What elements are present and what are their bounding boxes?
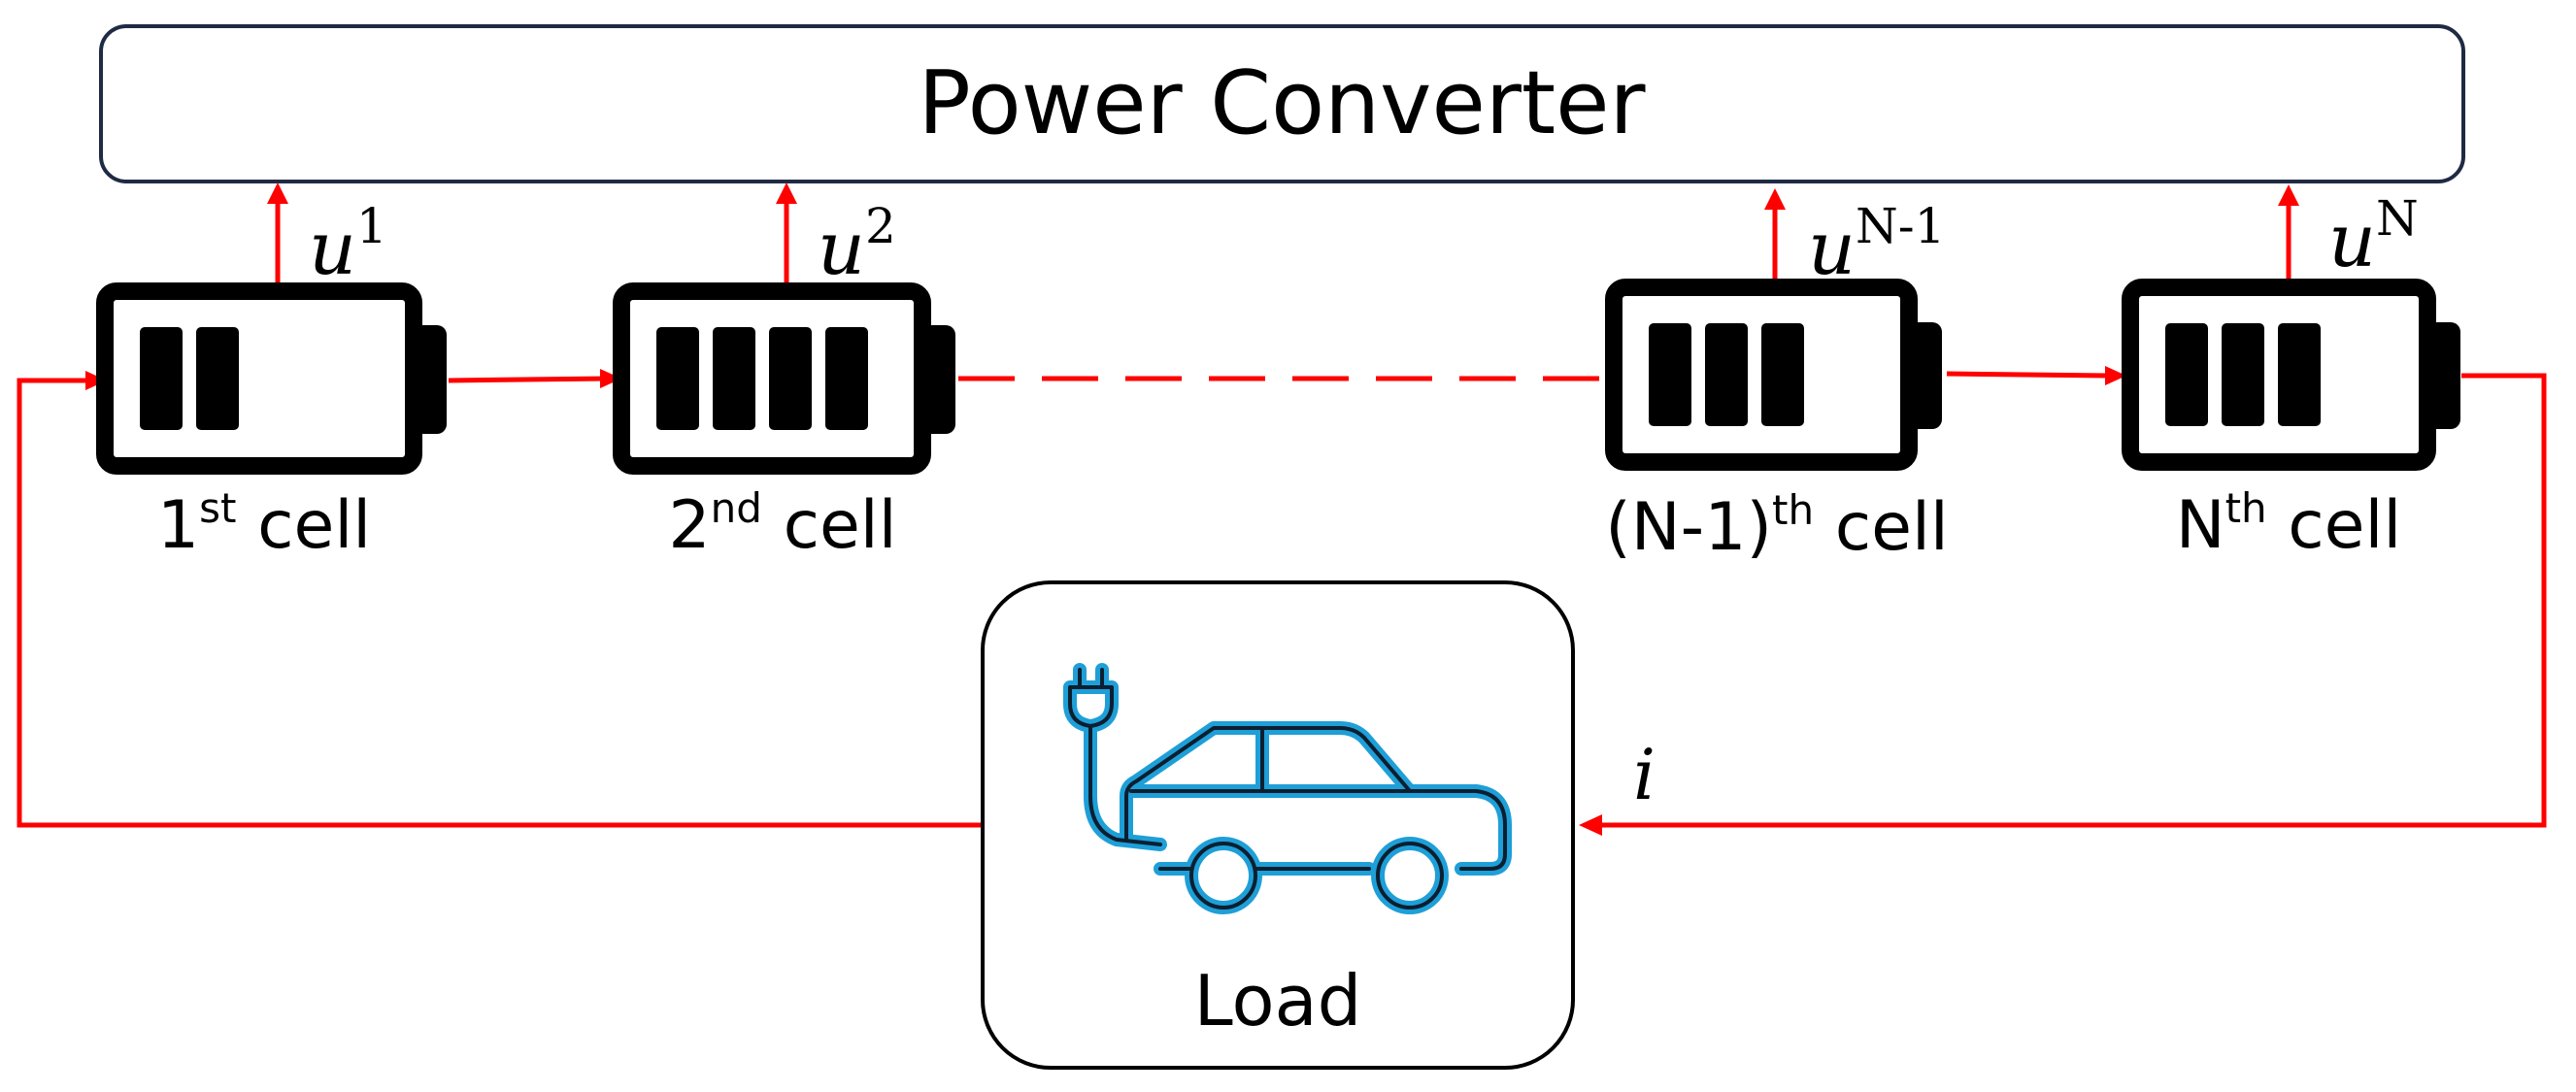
charge-bar: [713, 327, 755, 430]
battery-terminal: [922, 325, 955, 434]
battery-cell-4: [2122, 279, 2460, 471]
charge-bar: [1705, 323, 1748, 426]
battery-cell-3: [1605, 279, 1942, 471]
charge-bar: [2165, 323, 2208, 426]
power-converter-box: [99, 24, 2465, 183]
control-label-N: uN: [2328, 194, 2419, 278]
cell-word: cell: [783, 487, 897, 564]
cell-ordinal: 1: [156, 487, 200, 564]
cell-ordinal: N: [2175, 487, 2225, 564]
charge-bar: [825, 327, 868, 430]
load-label: Load: [1193, 960, 1362, 1042]
battery-cell-2: [613, 282, 955, 475]
battery-cell-1: [96, 282, 447, 475]
electric-car-icon: [1063, 663, 1512, 914]
current-label: i: [1633, 734, 1656, 815]
cell-label-2: 2nd cell: [668, 488, 896, 559]
return-wire-left: [17, 378, 983, 828]
charge-bar: [1649, 323, 1691, 426]
battery-terminal: [1909, 322, 1942, 429]
cell-suffix: th: [1772, 486, 1815, 535]
control-var: u: [309, 205, 356, 291]
arrowhead-u2: [776, 182, 797, 204]
control-index: 1: [355, 197, 387, 254]
wire-cell1-to-cell2: [448, 376, 608, 383]
charge-bar: [769, 327, 812, 430]
control-label-N1: uN-1: [1808, 202, 1945, 285]
return-wire-right: [1600, 373, 2547, 828]
cell-suffix: nd: [710, 484, 762, 533]
charge-bar: [196, 327, 239, 430]
cell-ordinal: (N-1): [1605, 489, 1772, 566]
cell-word: cell: [1834, 489, 1949, 566]
control-label-2: u2: [818, 202, 896, 285]
control-index: 2: [864, 197, 896, 254]
power-converter-label: Power Converter: [918, 52, 1646, 154]
cell-suffix: th: [2225, 484, 2267, 533]
charge-bar: [1761, 323, 1804, 426]
cell-suffix: st: [199, 484, 237, 533]
wires: [17, 196, 2547, 828]
cell-label-N: Nth cell: [2176, 488, 2402, 559]
charge-bar: [656, 327, 699, 430]
cell-label-1: 1st cell: [157, 488, 371, 559]
control-var: u: [2328, 197, 2376, 283]
arrowhead-into-cell2: [600, 369, 621, 388]
control-index: N-1: [1855, 197, 1946, 254]
charge-bar: [140, 327, 183, 430]
cell-word: cell: [257, 487, 372, 564]
control-var: u: [1808, 205, 1856, 291]
charge-bar: [2278, 323, 2321, 426]
arrowhead-uN1: [1764, 188, 1786, 210]
cell-label-N1: (N-1)th cell: [1605, 490, 1948, 561]
batteries: [96, 279, 2460, 475]
arrowhead-into-load: [1579, 814, 1602, 836]
control-index: N: [2375, 189, 2419, 247]
cell-ordinal: 2: [668, 487, 711, 564]
wire-cellN1-to-cellN: [1946, 371, 2112, 379]
battery-terminal: [414, 325, 447, 434]
load-box: [981, 580, 1575, 1070]
cell-word: cell: [2288, 487, 2402, 564]
battery-terminal: [2427, 322, 2460, 429]
control-var: u: [818, 205, 865, 291]
arrowhead-uN: [2278, 184, 2299, 206]
arrowhead-into-cellN: [2105, 366, 2126, 385]
arrowhead-u1: [267, 182, 288, 204]
charge-bar: [2222, 323, 2264, 426]
control-label-1: u1: [309, 202, 387, 285]
arrowheads: [85, 182, 2299, 836]
